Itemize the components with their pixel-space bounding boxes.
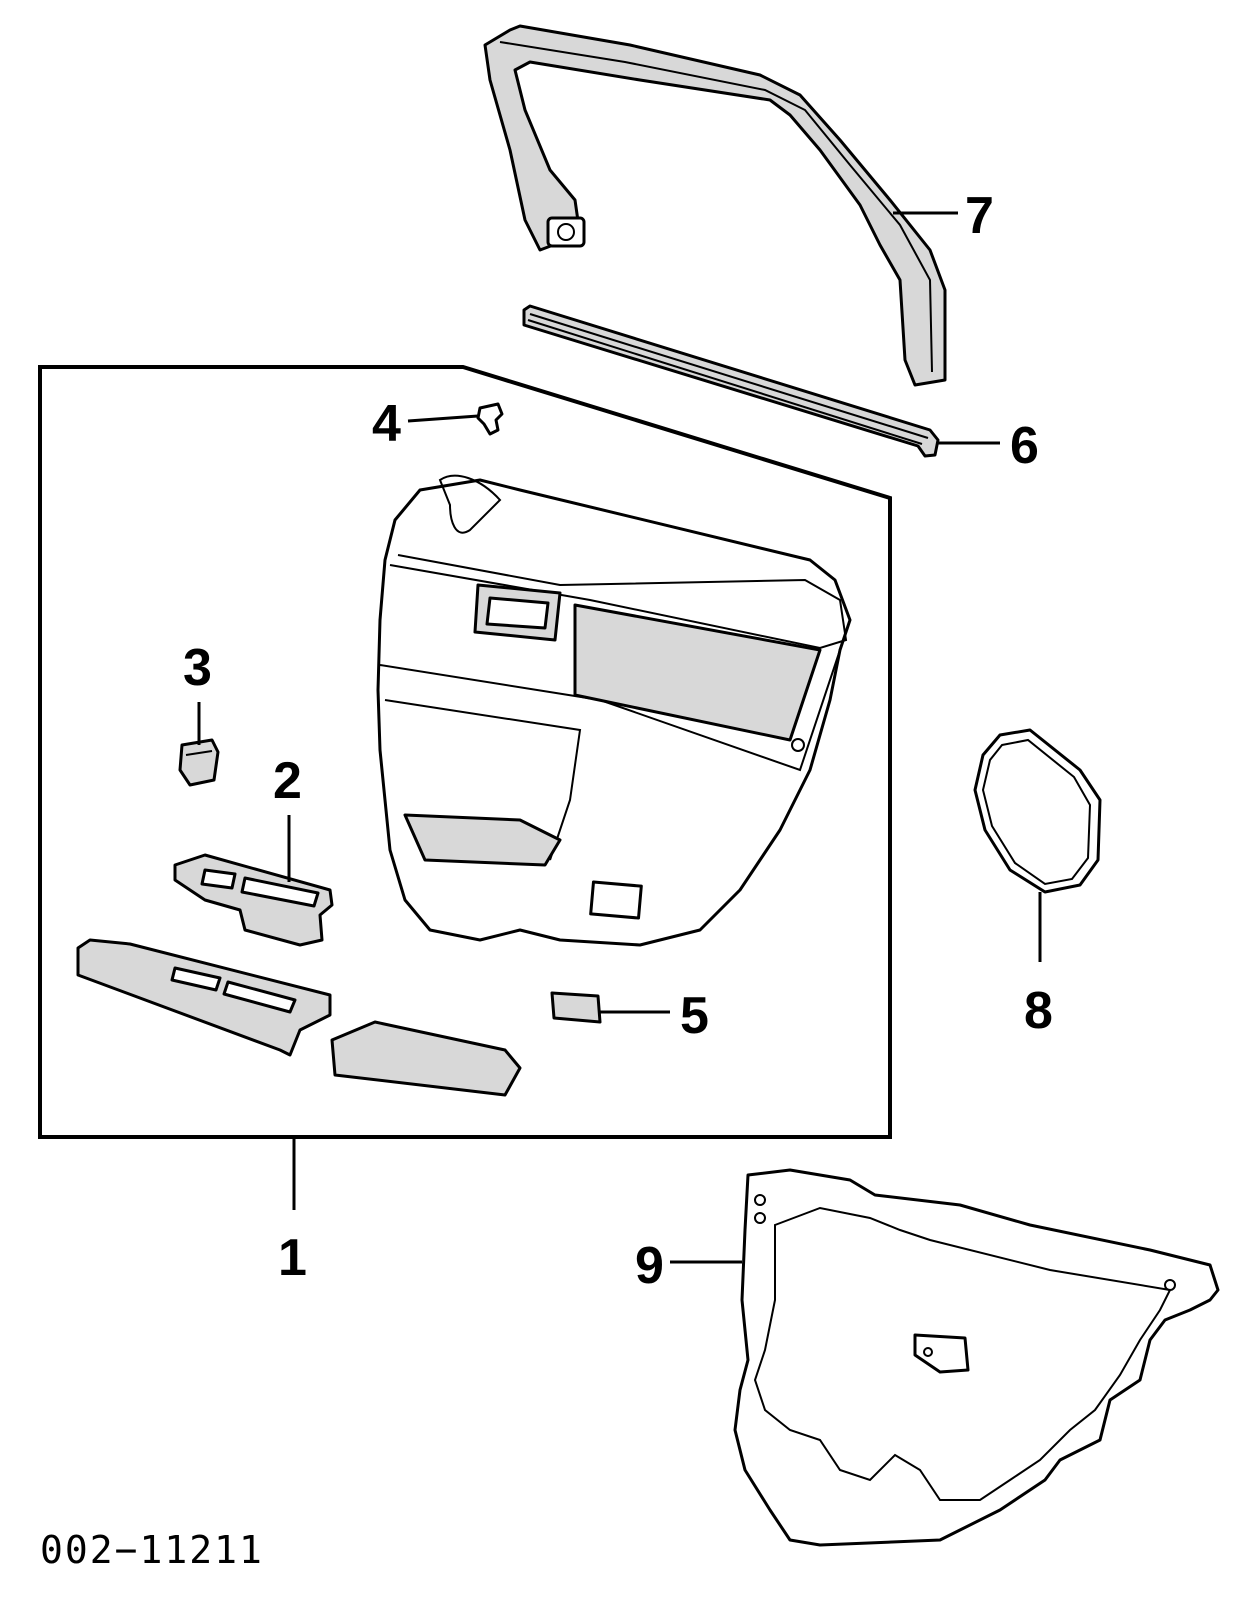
part-4-clip	[476, 402, 504, 436]
door-trim-panel	[376, 474, 852, 947]
callout-7: 7	[965, 187, 994, 245]
armrest-pad	[330, 1020, 522, 1097]
callout-5: 5	[680, 987, 709, 1045]
callout-2: 2	[273, 752, 302, 810]
callout-8: 8	[1024, 982, 1053, 1040]
callout-9: 9	[635, 1237, 664, 1295]
callout-4: 4	[372, 395, 401, 453]
part-7-window-frame	[483, 24, 947, 387]
drawing-code: 002−11211	[40, 1528, 264, 1572]
callout-1: 1	[278, 1229, 307, 1287]
armrest-base	[76, 938, 332, 1057]
callout-6: 6	[1010, 417, 1039, 475]
part-9-water-deflector	[733, 1168, 1220, 1547]
part-6-belt-weatherstrip	[522, 304, 940, 458]
part-1-assembly-box	[38, 365, 892, 1139]
callout-3: 3	[183, 639, 212, 697]
part-3-switch	[178, 702, 220, 787]
part-2-switch-bezel	[173, 815, 334, 947]
part-5-plug	[550, 991, 602, 1024]
part-8-speaker-seal	[973, 728, 1102, 962]
leader-line-4	[407, 414, 479, 423]
